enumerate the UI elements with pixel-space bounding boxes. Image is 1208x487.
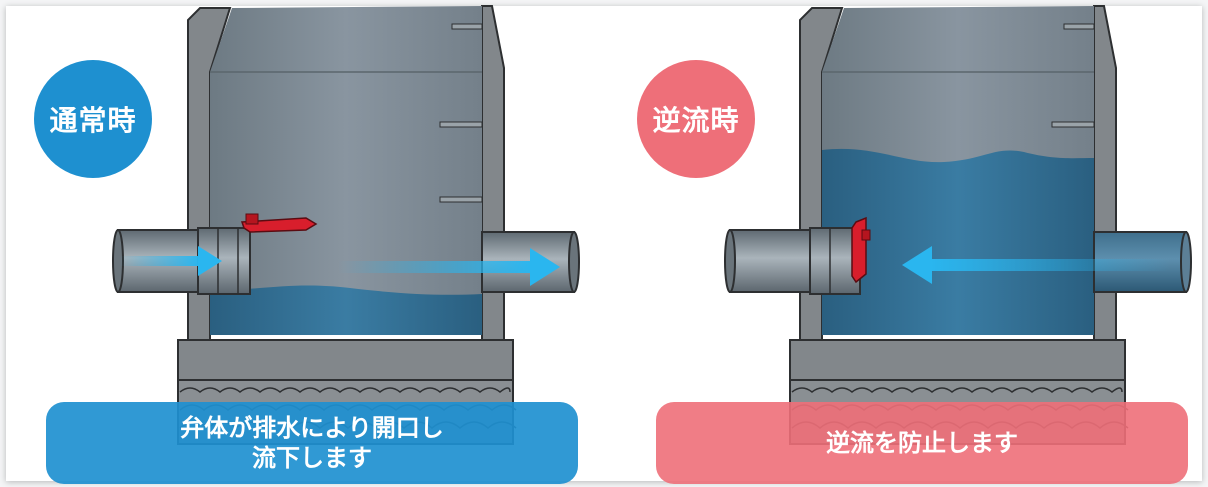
backflow-state-caption: 逆流を防止します bbox=[656, 402, 1188, 484]
valve-flap-open-icon bbox=[240, 213, 318, 233]
flow-out-arrow-icon bbox=[338, 248, 560, 286]
backflow-state-badge: 逆流時 bbox=[637, 60, 755, 178]
base-slab bbox=[177, 339, 514, 381]
water-level bbox=[210, 285, 482, 335]
base-slab bbox=[789, 339, 1126, 381]
normal-state-badge: 通常時 bbox=[34, 60, 152, 178]
backflow-arrow-icon bbox=[902, 246, 1170, 284]
normal-state-caption: 弁体が排水により開口し 流下します bbox=[46, 402, 578, 484]
water-level bbox=[822, 148, 1094, 335]
inlet-pipe bbox=[724, 227, 861, 295]
manhole-interior bbox=[210, 6, 483, 335]
flow-in-arrow-icon bbox=[120, 246, 222, 276]
valve-flap-closed-icon bbox=[851, 216, 871, 284]
